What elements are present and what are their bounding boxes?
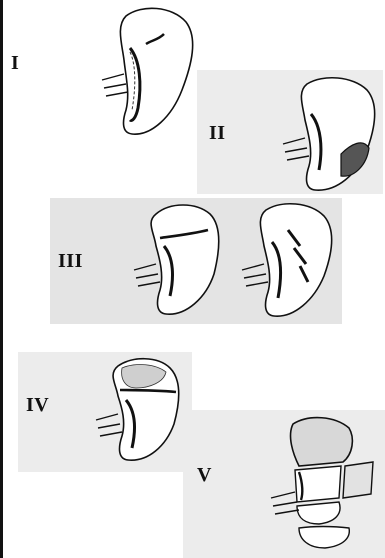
left-border-rule: [0, 0, 3, 558]
grade-1-panel: I: [6, 0, 196, 150]
grade-2-label: II: [209, 122, 226, 145]
grade-2-spleen-illustration: [283, 74, 383, 194]
grade-5-panel: V: [183, 410, 385, 558]
grade-1-label: I: [11, 52, 19, 75]
grade-3-spleen-illustration-a: [134, 200, 234, 320]
grade-3-panel: III: [50, 198, 342, 324]
grade-4-spleen-illustration: [96, 356, 196, 466]
grade-3-label: III: [58, 250, 83, 273]
grade-2-panel: II: [197, 70, 383, 194]
grade-1-spleen-illustration: [102, 4, 202, 144]
grade-5-spleen-illustration: [269, 414, 379, 554]
grade-4-panel: IV: [18, 352, 192, 472]
grade-3-spleen-illustration-b: [242, 200, 342, 320]
grade-4-label: IV: [26, 394, 49, 417]
grade-5-label: V: [197, 464, 212, 487]
